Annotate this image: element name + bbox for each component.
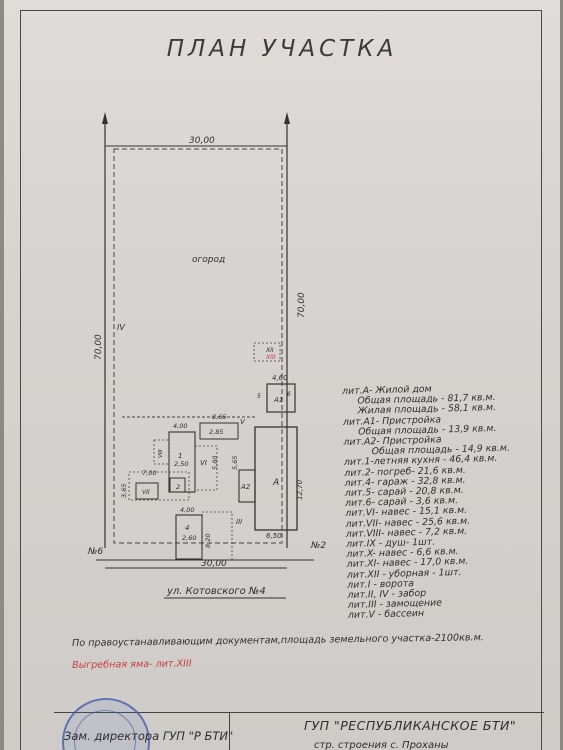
left-axis-arrow [102,112,108,124]
page-title: ПЛАН УЧАСТКА [166,36,398,62]
dim-250: 2,50 [174,460,188,468]
drawing-frame [20,10,542,750]
label-xiii: XIII [265,354,276,361]
building-vii [128,471,190,501]
dim-260: 2,60 [182,534,196,542]
title-block-divider [229,712,231,750]
label-5: 5 [257,393,261,400]
building-2 [169,477,186,493]
dim-400a: 4,00 [173,422,187,430]
dim-580: 5,80 [211,456,219,470]
right-axis-arrow [284,112,290,124]
neighbor-right: №2 [310,541,326,551]
label-v: V [240,418,246,426]
organization-name: ГУП "РЕСПУБЛИКАНСКОЕ БТИ" [304,718,517,733]
label-6: 6 [287,391,291,398]
dim-565: 5,65 [231,456,239,470]
document-sheet: ПЛАН УЧАСТКА 30,00 огород IV 70,00 70,00… [4,0,560,750]
building-285 [199,422,239,440]
title-block-bottom-line: стр. строения с. Проханы [314,740,449,750]
building-a2 [238,469,256,503]
dim-left-label: 70,00 [94,334,104,360]
label-vi: VI [200,459,207,467]
title-block [54,712,544,750]
label-a2: A2 [240,483,251,491]
label-xii: XII [265,347,274,354]
dim-820: 8,20 [204,534,212,548]
dim-285: 2,85 [209,428,223,436]
label-iii: III [236,518,242,526]
deputy-director-line: Зам. директора ГУП "Р БТИ" [64,729,234,743]
building-4 [175,514,203,560]
dim-865: 8,65 [212,413,226,421]
building-vii-inner [135,482,159,500]
cesspit-note: Выгребная яма- лит.XIII [72,658,192,671]
dim-1270: 12,70 [296,479,304,500]
street-label: ул. Котовского №4 [166,586,266,597]
plot-boundary [113,148,283,544]
garden-label: огород [192,255,225,265]
dim-400b: 4,00 [180,506,194,514]
label-vii: VII [142,489,150,496]
dim-460: 4,60 [272,374,288,382]
building-xii [253,342,281,362]
label-a: A [272,478,279,488]
fence-iv-label: IV [117,323,125,332]
building-viii [153,439,170,465]
dim-365: 3,65 [120,484,128,498]
building-vi [194,445,218,491]
site-plan-drawing: 30,00 огород IV 70,00 70,00 XII XIII 4,6… [87,112,326,599]
label-4: 4 [185,524,189,532]
dim-700: 7,00 [142,469,156,477]
dim-right-label: 70,00 [297,292,307,318]
dim-top-label: 30,00 [189,136,215,146]
neighbor-left: №6 [87,547,103,557]
building-a1 [266,383,296,413]
label-1: 1 [178,452,182,460]
label-a1: A1 [273,396,283,404]
dim-bottom-label: 30,00 [201,559,227,569]
label-viii: VIII [158,449,164,458]
label-2: 2 [176,483,180,491]
dim-650: 6,50 [266,532,282,540]
